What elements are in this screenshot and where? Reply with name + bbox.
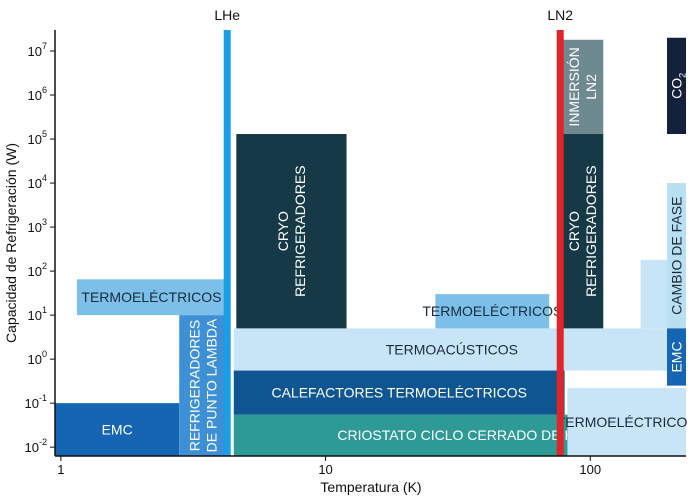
- region-label-termoacusticos: TERMOACÚSTICOS: [386, 341, 518, 357]
- y-tick-label-6: 104: [28, 173, 47, 191]
- region-termoelectricos-mid: [435, 294, 550, 329]
- y-tick-label-9: 107: [28, 41, 47, 59]
- reference-label-1: LN2: [547, 7, 573, 23]
- x-tick-label-0: 1: [57, 462, 64, 477]
- region-termoelectricos-left: [76, 279, 226, 316]
- y-tick-label-1: 10-1: [25, 393, 47, 411]
- region-label-co2: CO2: [668, 73, 687, 99]
- region-label-cryo-left: CRYOREFRIGERADORES: [275, 165, 308, 296]
- y-tick-label-0: 10-2: [25, 437, 47, 455]
- region-co2: [667, 37, 686, 135]
- region-label-inmersion-ln2: INMERSIÓNLN2: [566, 47, 599, 126]
- region-calefactores: [233, 370, 565, 415]
- axes: [54, 30, 686, 457]
- x-tick-label-1: 10: [318, 462, 332, 477]
- x-tick-label-2: 100: [579, 462, 601, 477]
- region-label-termoelectricos-left: TERMOELÉCTRICOS: [81, 289, 221, 305]
- y-tick-labels: 10-2 10-1 100 101 102 103 104 105 106 107: [25, 41, 55, 455]
- region-cryo-left: [236, 134, 347, 329]
- reference-line-0: [223, 30, 231, 456]
- region-label-termoelectricos-mid: TERMOELÉCTRICOS: [422, 303, 562, 319]
- x-tick-labels: 1 10 100: [57, 456, 601, 477]
- y-axis-label: Capacidad de Refrigeración (W): [3, 143, 19, 343]
- y-tick-label-5: 103: [28, 217, 47, 235]
- region-termoacusticos: [233, 328, 670, 371]
- region-label-punto-lambda: REFRIGERADORESDE PUNTO LAMBDA: [187, 318, 220, 452]
- region-label-cryo-ln2: CRYOREFRIGERADORES: [566, 165, 599, 296]
- reference-lines: LHe LN2: [214, 7, 573, 456]
- region-label-criostato: CRIOSTATO CICLO CERRADO DE He: [337, 427, 582, 443]
- x-axis-label: Temperatura (K): [320, 479, 421, 495]
- y-tick-label-8: 106: [28, 85, 47, 103]
- region-termoelectricos-right: [567, 388, 686, 456]
- region-label-emc-low: EMC: [102, 421, 133, 437]
- region-cryo-ln2: [561, 134, 604, 329]
- region-inmersion-ln2: [561, 39, 604, 135]
- region-emc-right: [667, 328, 686, 386]
- technology-regions: EMC REFRIGERADORESDE PUNTO LAMBDA TERMOELÉ…: [55, 37, 688, 456]
- region-fase-step: [640, 259, 668, 329]
- region-punto-lambda: [179, 315, 228, 456]
- region-label-calefactores: CALEFACTORES TERMOELÉCTRICOS: [271, 384, 526, 400]
- y-tick-label-7: 105: [28, 129, 47, 147]
- y-tick-label-4: 102: [28, 261, 47, 279]
- region-label-cambio-fase: CAMBIO DE FASE: [668, 197, 684, 315]
- y-tick-label-2: 100: [28, 349, 47, 367]
- reference-line-1: [556, 30, 564, 456]
- region-label-emc-right: EMC: [668, 341, 684, 372]
- region-emc-low: [55, 403, 180, 456]
- y-tick-label-3: 101: [28, 305, 47, 323]
- reference-label-0: LHe: [214, 7, 240, 23]
- region-label-termoelectricos-right: TERMOELÉCTRICOS: [557, 414, 688, 430]
- region-cambio-fase: [667, 183, 686, 329]
